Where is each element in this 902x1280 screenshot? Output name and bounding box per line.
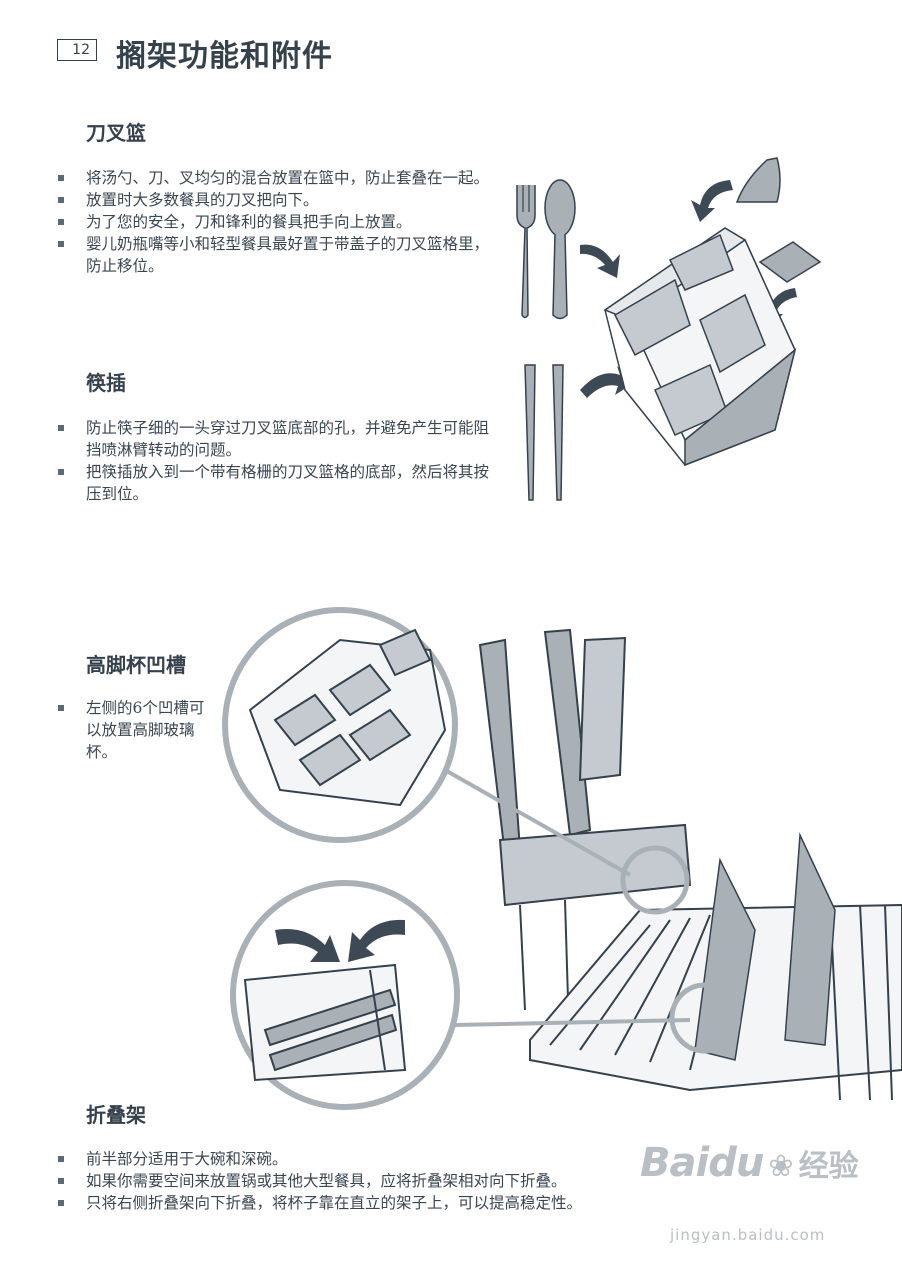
watermark: Baidu ❀ 经验 jingyan.baidu.com	[640, 1140, 859, 1244]
chopsticks-icon	[524, 364, 564, 501]
upper-rack-accessory	[478, 628, 692, 1011]
list-item: 防止筷子细的一头穿过刀叉篮底部的孔，并避免产生可能阻挡喷淋臂转动的问题。	[58, 417, 498, 461]
list-item: 把筷插放入到一个带有格栅的刀叉篮格的底部，然后将其按压到位。	[58, 461, 498, 505]
magnifier-circle-stemware	[222, 607, 458, 843]
stemware-list: 左侧的6个凹槽可以放置高脚玻璃杯。	[58, 697, 218, 763]
cutlery-basket	[603, 227, 797, 467]
section-title-cutlery: 刀叉篮	[86, 121, 146, 145]
fork-icon	[516, 185, 536, 319]
list-item: 左侧的6个凹槽可以放置高脚玻璃杯。	[58, 697, 218, 763]
arrow-icon	[275, 919, 405, 962]
bottle-nipple-icon	[735, 157, 781, 203]
list-item: 婴儿奶瓶嘴等小和轻型餐具最好置于带盖子的刀叉篮格里，防止移位。	[58, 233, 498, 277]
list-item: 放置时大多数餐具的刀叉把向下。	[58, 189, 498, 211]
basket-lid-icon	[758, 241, 822, 283]
list-item: 将汤勺、刀、叉均匀的混合放置在篮中，防止套叠在一起。	[58, 167, 498, 189]
folding-tines	[694, 832, 836, 1061]
watermark-cn: 经验	[798, 1149, 859, 1184]
rack-illustration	[222, 607, 902, 1110]
list-item: 前半部分适用于大碗和深碗。	[58, 1148, 698, 1170]
page-title: 搁架功能和附件	[116, 39, 333, 74]
cutlery-list: 将汤勺、刀、叉均匀的混合放置在篮中，防止套叠在一起。 放置时大多数餐具的刀叉把向…	[58, 167, 498, 277]
chopsticks-list: 防止筷子细的一头穿过刀叉篮底部的孔，并避免产生可能阻挡喷淋臂转动的问题。 把筷插…	[58, 417, 498, 505]
magnifier-circle-folding	[230, 880, 460, 1110]
folding-list: 前半部分适用于大碗和深碗。 如果你需要空间来放置锅或其他大型餐具，应将折叠架相对…	[58, 1148, 698, 1214]
section-title-folding: 折叠架	[86, 1103, 146, 1127]
watermark-url: jingyan.baidu.com	[670, 1226, 826, 1244]
cutlery-basket-illustration	[516, 157, 822, 501]
list-item: 只将右侧折叠架向下折叠，将杯子靠在直立的架子上，可以提高稳定性。	[58, 1192, 698, 1214]
section-title-stemware: 高脚杯凹槽	[86, 653, 186, 677]
watermark-brand: Baidu	[640, 1140, 764, 1186]
paw-icon: ❀	[768, 1149, 794, 1184]
section-title-chopsticks: 筷插	[86, 371, 126, 395]
list-item: 如果你需要空间来放置锅或其他大型餐具，应将折叠架相对向下折叠。	[58, 1170, 698, 1192]
list-item: 为了您的安全，刀和锋利的餐具把手向上放置。	[58, 211, 498, 233]
spoon-icon	[544, 179, 576, 320]
page-number: 12	[57, 39, 97, 61]
